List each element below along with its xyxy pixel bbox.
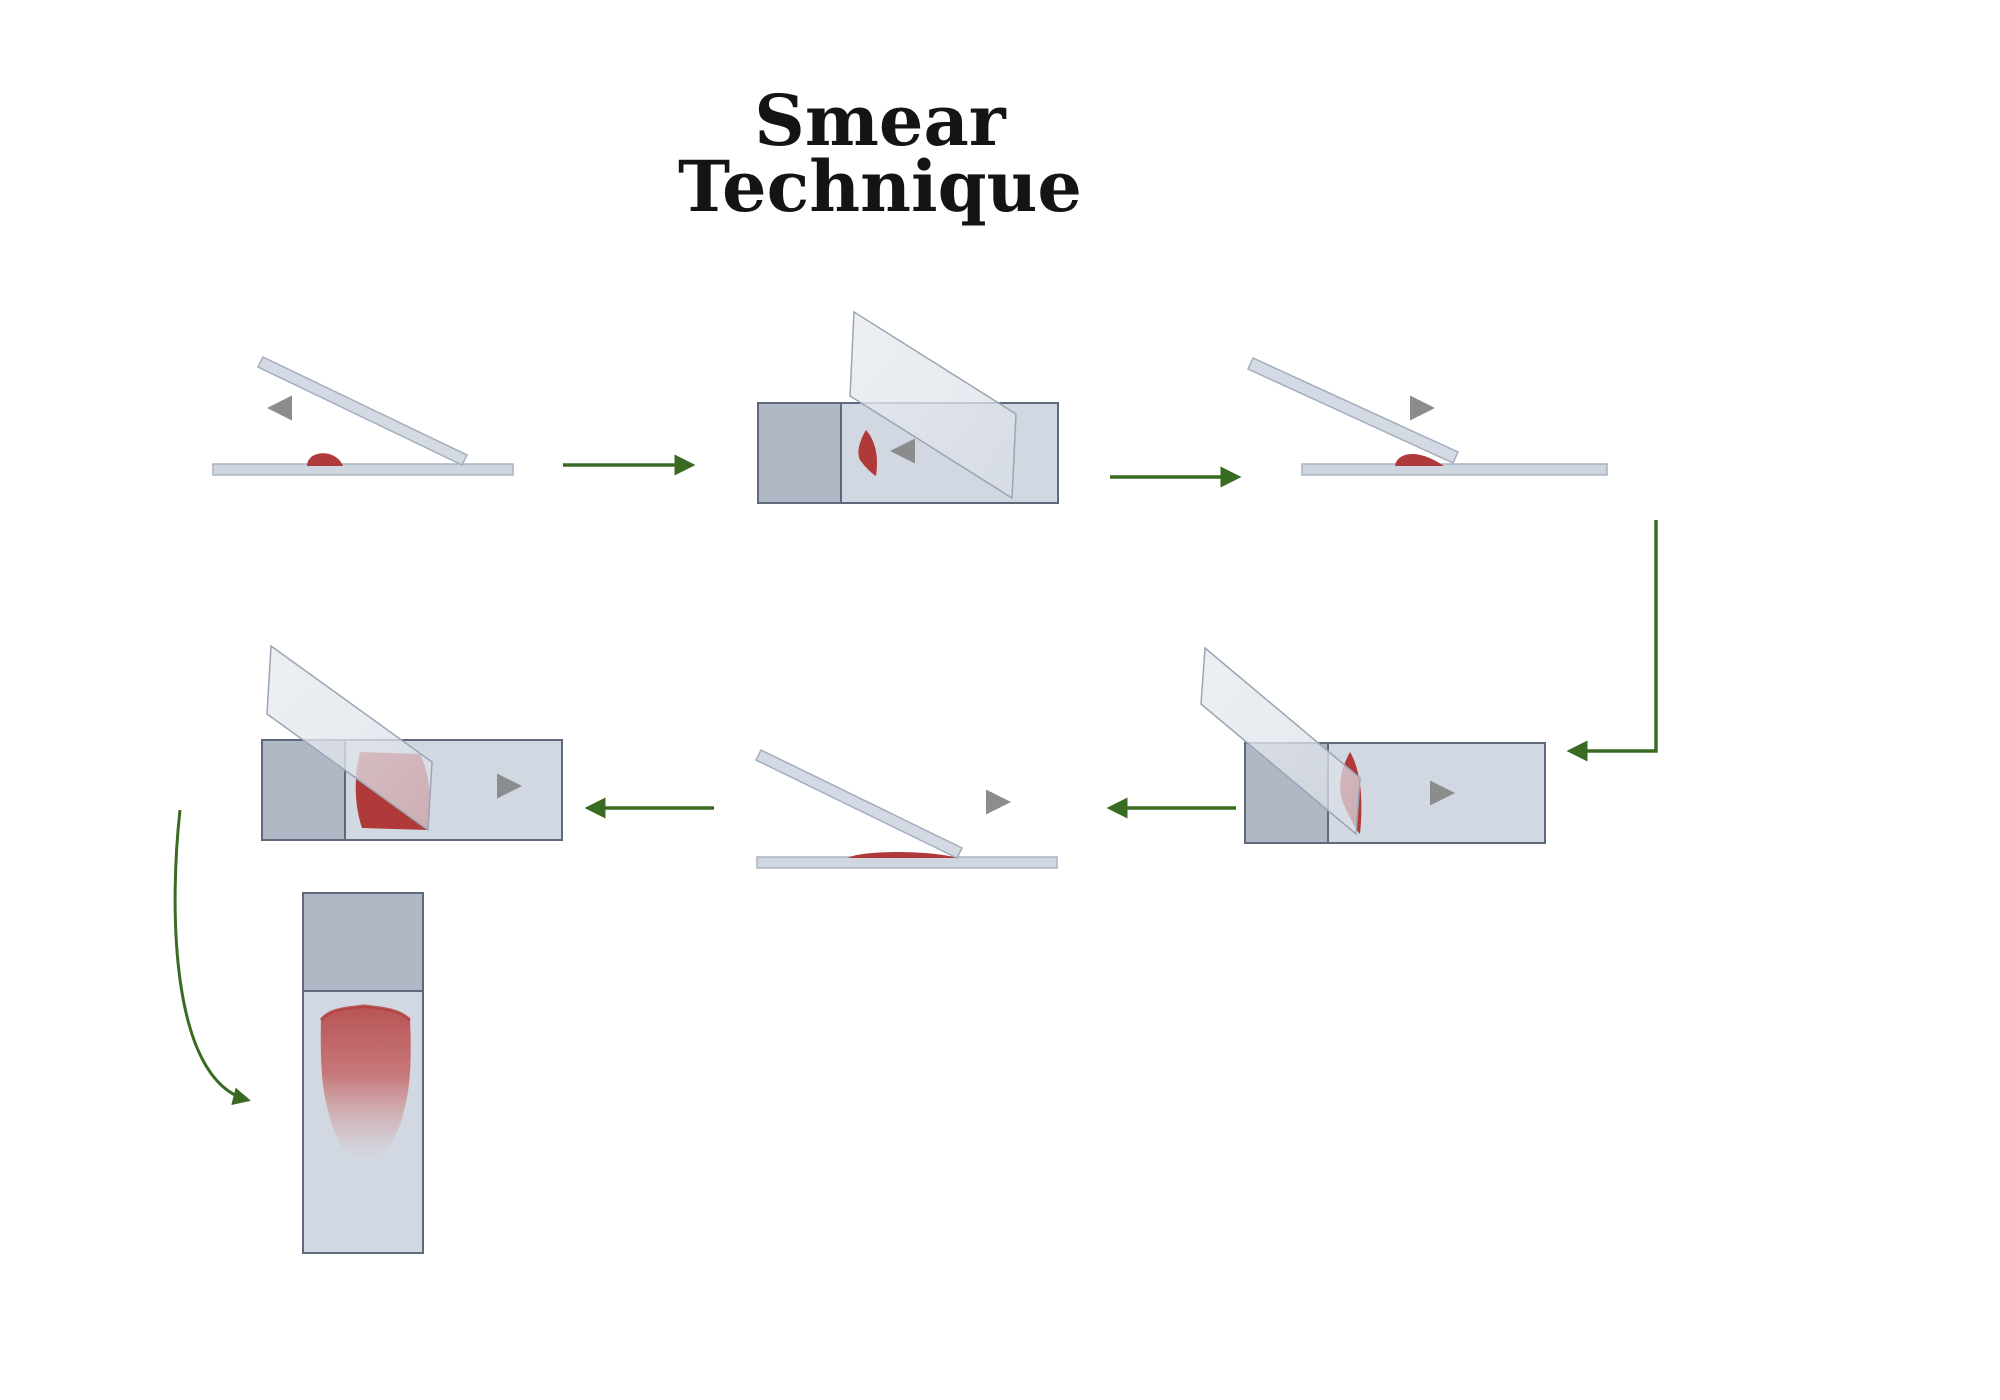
blood-streak [858, 430, 877, 476]
spreader-slide-glass [1200, 646, 1361, 836]
title-line-1: Smear [754, 79, 1006, 162]
diagram-title: Smear Technique [640, 79, 1120, 228]
base-slide [756, 856, 1058, 869]
step-2-top-view [757, 310, 1059, 504]
flow-arrow-6 [173, 809, 251, 1106]
step-1-side-view [212, 356, 514, 476]
step-5-side-view [754, 749, 1058, 869]
blood-film [848, 852, 958, 858]
step-7-finished-slide [302, 892, 424, 1254]
frosted-end [302, 892, 424, 992]
frosted-end [757, 402, 842, 504]
spreader-slide-glass [266, 644, 433, 832]
title-line-2: Technique [678, 145, 1082, 228]
spreader-slide [256, 356, 469, 466]
spreader-slide [1247, 357, 1459, 464]
spreader-slide [754, 749, 964, 859]
base-slide [1301, 463, 1608, 476]
step-3-side-view [1247, 357, 1608, 476]
step-6-top-view [261, 644, 563, 841]
blood-drop [1395, 453, 1444, 466]
base-slide [212, 463, 514, 476]
blood-drop [307, 453, 343, 466]
step-4-top-view [1200, 646, 1546, 844]
smear-leading-edge [319, 1004, 412, 1022]
flow-arrow-3 [1566, 520, 1658, 762]
finished-smear [320, 1006, 411, 1160]
